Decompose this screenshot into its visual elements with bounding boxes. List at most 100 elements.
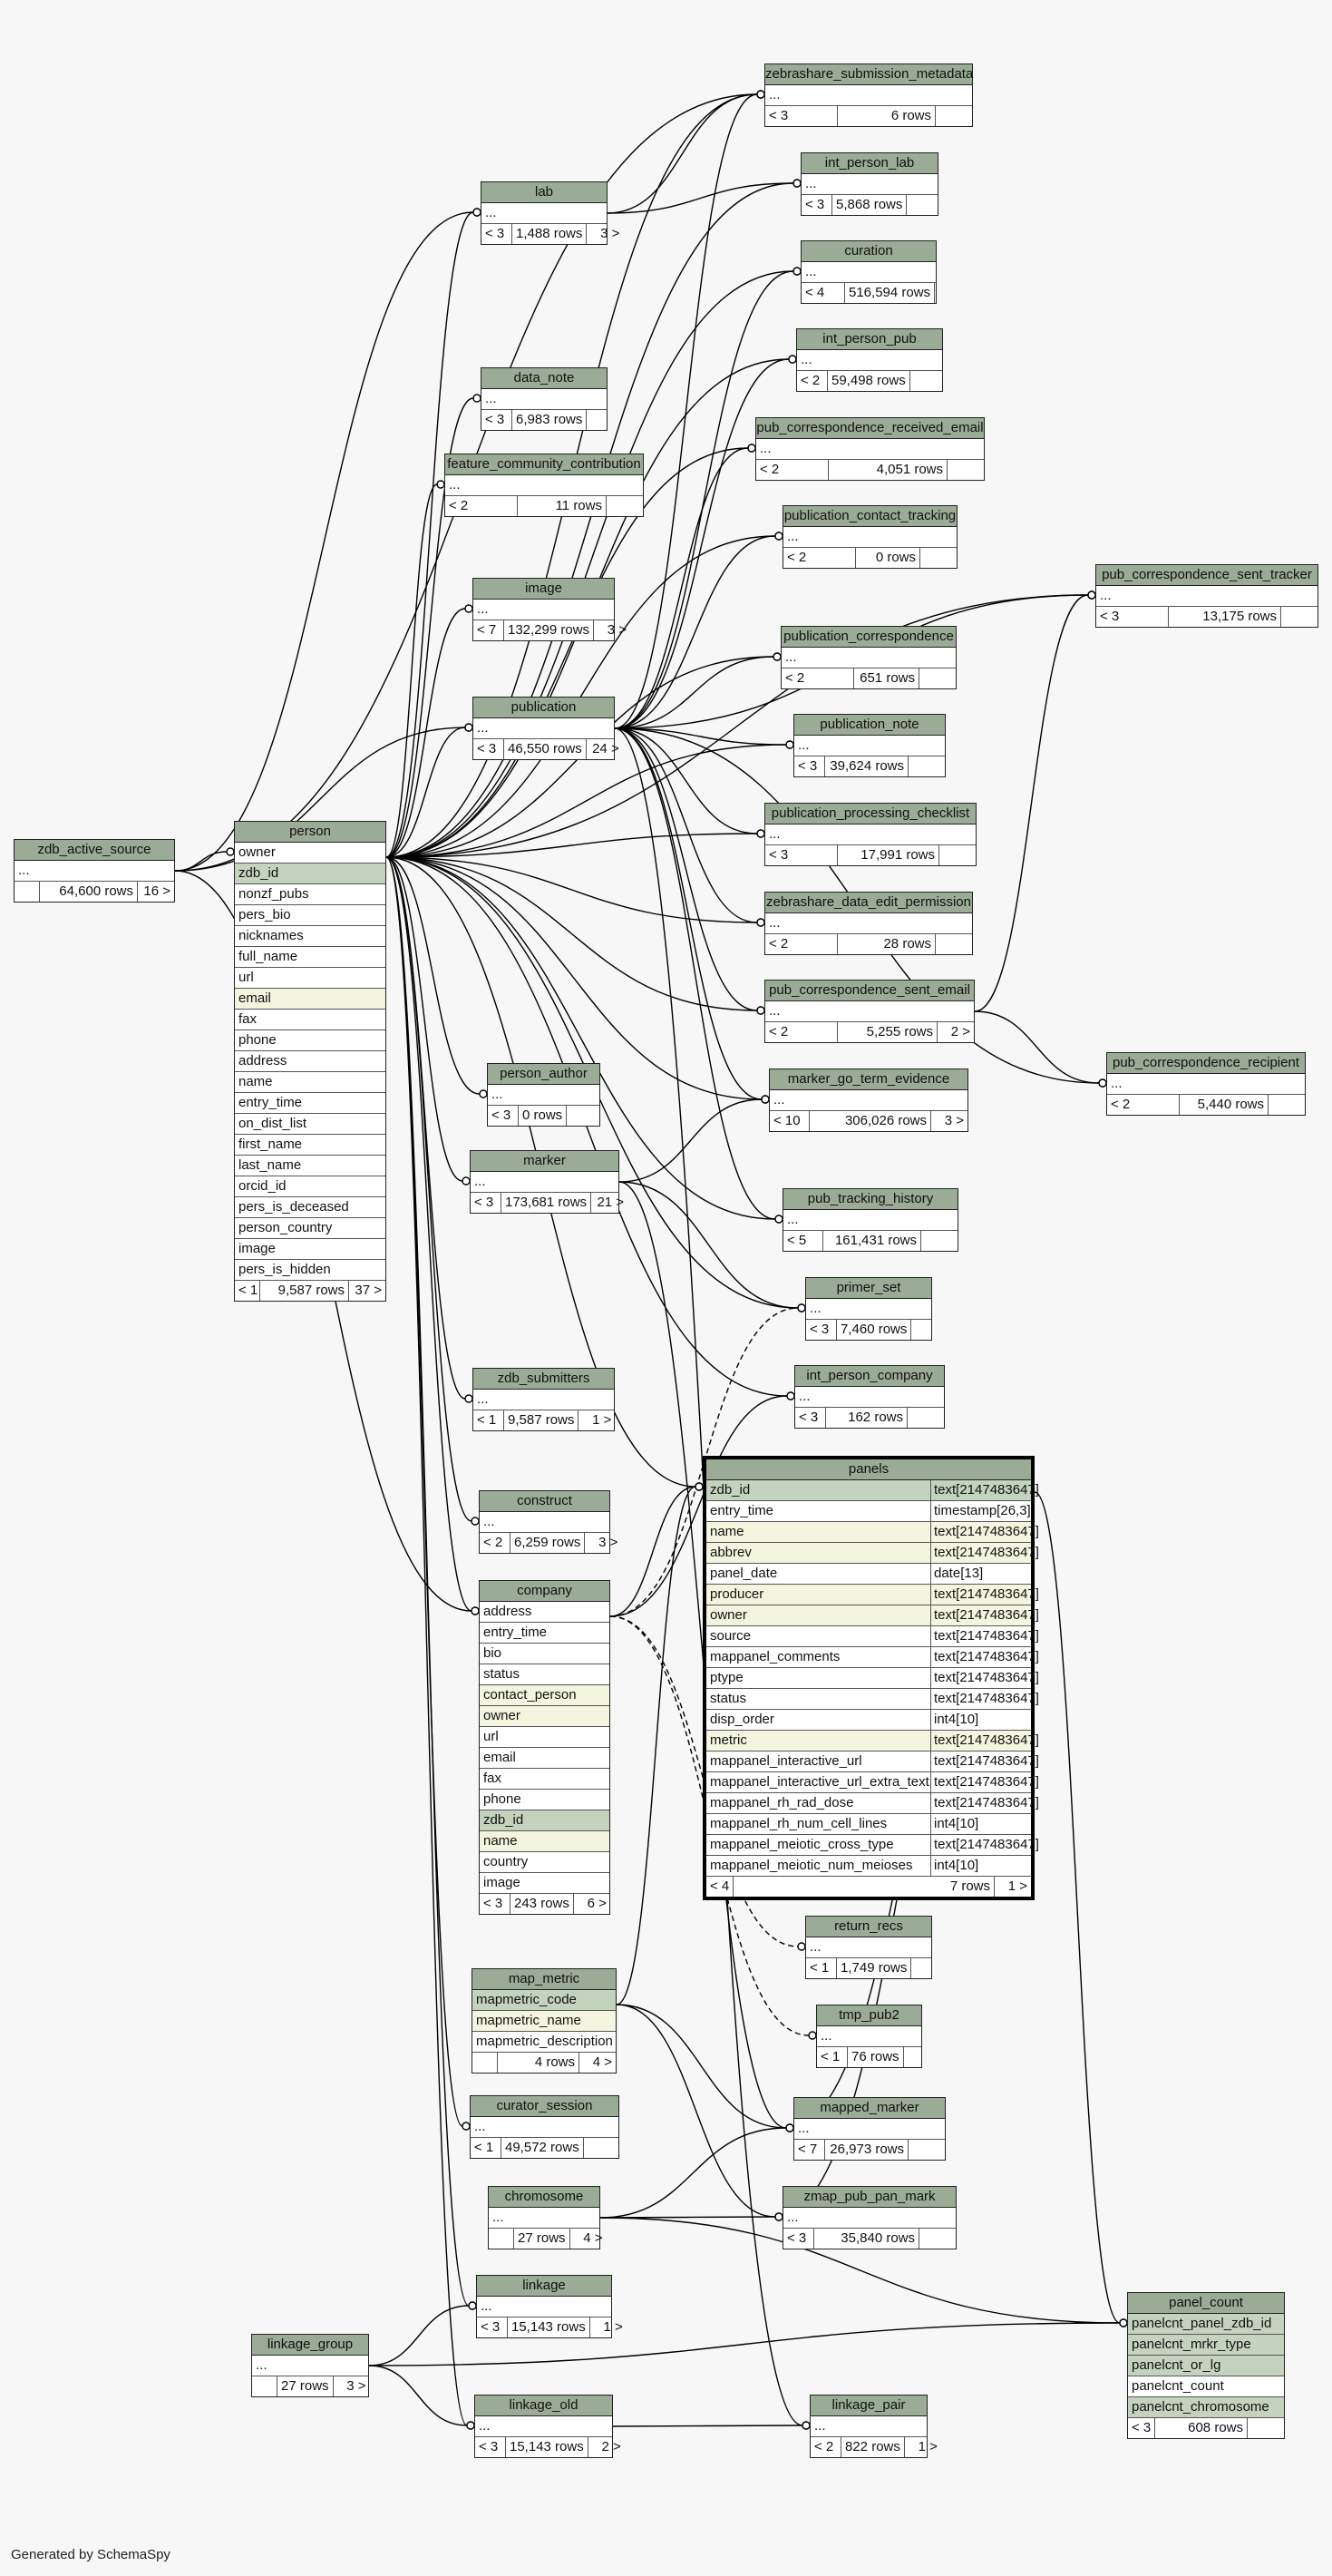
column-ellipsis[interactable]: ...: [765, 825, 976, 845]
parent-count[interactable]: < 3: [481, 224, 512, 244]
child-count[interactable]: [1281, 607, 1317, 627]
table-header[interactable]: marker: [471, 1151, 618, 1172]
table-header[interactable]: publication: [473, 698, 614, 718]
column-ellipsis[interactable]: ...: [471, 2117, 618, 2138]
child-count[interactable]: [936, 934, 972, 954]
child-count[interactable]: 4 >: [583, 2230, 603, 2246]
column-first-name[interactable]: first_name: [235, 1135, 385, 1156]
table-header[interactable]: publication_contact_tracking: [783, 506, 957, 527]
table-header[interactable]: panel_count: [1128, 2293, 1284, 2314]
child-count[interactable]: [607, 496, 643, 516]
table-header[interactable]: feature_community_contribution: [445, 454, 643, 475]
column-zdb-id[interactable]: zdb_id: [480, 1810, 609, 1831]
column-pers-bio[interactable]: pers_bio: [235, 905, 385, 926]
column-panelcnt-or-lg[interactable]: panelcnt_or_lg: [1128, 2356, 1284, 2376]
parent-count[interactable]: < 2: [445, 496, 518, 516]
table-header[interactable]: zdb_submitters: [473, 1369, 614, 1390]
column-on-dist-list[interactable]: on_dist_list: [235, 1114, 385, 1135]
column-ellipsis[interactable]: ...: [1107, 1074, 1305, 1095]
parent-count[interactable]: < 3: [477, 2317, 508, 2337]
column-panelcnt-mrkr-type[interactable]: panelcnt_mrkr_type: [1128, 2335, 1284, 2356]
table-header[interactable]: pub_correspondence_sent_email: [765, 981, 974, 1001]
parent-count[interactable]: < 3: [481, 410, 512, 430]
child-count[interactable]: [910, 371, 947, 391]
table-header[interactable]: curation: [802, 241, 936, 262]
column-name[interactable]: name: [235, 1072, 385, 1093]
child-count[interactable]: [1269, 1095, 1305, 1115]
parent-count[interactable]: < 1: [471, 2138, 501, 2158]
column-ellipsis[interactable]: ...: [445, 475, 643, 496]
column-full-name[interactable]: full_name: [235, 947, 385, 968]
column-image[interactable]: image: [235, 1239, 385, 1260]
parent-count[interactable]: < 2: [783, 548, 856, 568]
table-header[interactable]: map_metric: [472, 1969, 616, 1990]
child-count[interactable]: [908, 1408, 944, 1428]
table-header[interactable]: int_person_company: [795, 1366, 944, 1387]
table-header[interactable]: primer_set: [806, 1278, 931, 1299]
parent-count[interactable]: < 1: [817, 2047, 848, 2067]
column-pers-is-deceased[interactable]: pers_is_deceased: [235, 1197, 385, 1218]
child-count[interactable]: 6 >: [587, 1896, 607, 1911]
table-header[interactable]: construct: [480, 1491, 609, 1512]
column-address[interactable]: address: [235, 1051, 385, 1072]
child-count[interactable]: [948, 460, 984, 480]
column-nicknames[interactable]: nicknames: [235, 926, 385, 947]
table-header[interactable]: data_note: [481, 368, 607, 389]
table-header[interactable]: pub_correspondence_recipient: [1107, 1053, 1305, 1074]
column-ellipsis[interactable]: ...: [471, 1172, 618, 1193]
column-ellipsis[interactable]: ...: [783, 2208, 956, 2229]
column-ellipsis[interactable]: ...: [765, 85, 972, 106]
parent-count[interactable]: < 10: [770, 1111, 810, 1131]
parent-count[interactable]: < 3: [806, 1320, 837, 1340]
child-count[interactable]: 1 >: [1007, 1878, 1027, 1894]
column-name[interactable]: name: [480, 1831, 609, 1852]
column-owner[interactable]: owner: [235, 843, 385, 864]
parent-count[interactable]: < 3: [480, 1894, 510, 1914]
child-count[interactable]: [907, 195, 943, 215]
table-header[interactable]: linkage: [477, 2276, 611, 2297]
table-header[interactable]: tmp_pub2: [817, 2005, 921, 2026]
column-ellipsis[interactable]: ...: [782, 648, 956, 668]
parent-count[interactable]: < 3: [783, 2229, 814, 2249]
column-ellipsis[interactable]: ...: [770, 1090, 967, 1111]
parent-count[interactable]: < 2: [797, 371, 828, 391]
child-count[interactable]: 1 >: [918, 2439, 938, 2454]
parent-count[interactable]: < 2: [756, 460, 829, 480]
column-bio[interactable]: bio: [480, 1644, 609, 1664]
column-mapmetric-name[interactable]: mapmetric_name: [472, 2011, 616, 2032]
table-header[interactable]: zmap_pub_pan_mark: [783, 2187, 956, 2208]
parent-count[interactable]: < 3: [765, 845, 838, 865]
child-count[interactable]: [921, 1231, 958, 1251]
table-header[interactable]: panels: [706, 1459, 1031, 1480]
column-address[interactable]: address: [480, 1602, 609, 1623]
column-ellipsis[interactable]: ...: [15, 861, 174, 882]
parent-count[interactable]: < 1: [235, 1281, 260, 1301]
column-url[interactable]: url: [235, 968, 385, 989]
